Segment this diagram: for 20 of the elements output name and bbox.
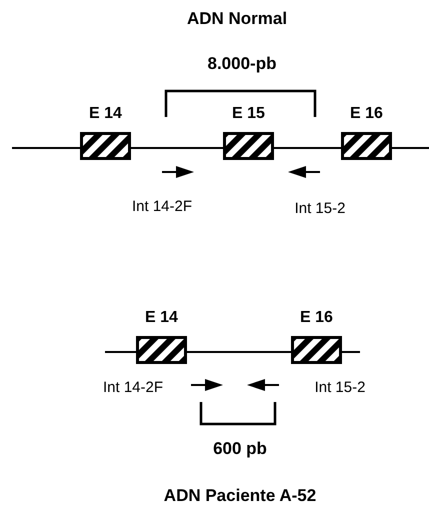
primer-label: Int 15-2 (314, 378, 366, 398)
exon-label: E 16 (300, 308, 333, 328)
heading-label: 600 pb (213, 438, 267, 460)
heading-label: ADN Normal (186, 8, 288, 30)
dna-line (392, 147, 429, 149)
dna-line (105, 351, 136, 353)
exon-label: E 14 (89, 104, 122, 124)
primer-label: Int 15-2 (294, 199, 346, 219)
primer-label: Int 14-2F (102, 378, 164, 398)
dna-line (187, 351, 291, 353)
dna-line (131, 147, 223, 149)
exon-label: E 16 (350, 104, 383, 124)
dna-line (342, 351, 360, 353)
exon-label: E 14 (145, 308, 178, 328)
heading-label: ADN Paciente A-52 (164, 485, 316, 507)
primer-label: Int 14-2F (132, 197, 192, 217)
heading-label: 8.000-pb (208, 53, 276, 75)
dna-line (274, 147, 341, 149)
exon-label: E 15 (232, 104, 265, 124)
dna-line (12, 147, 80, 149)
